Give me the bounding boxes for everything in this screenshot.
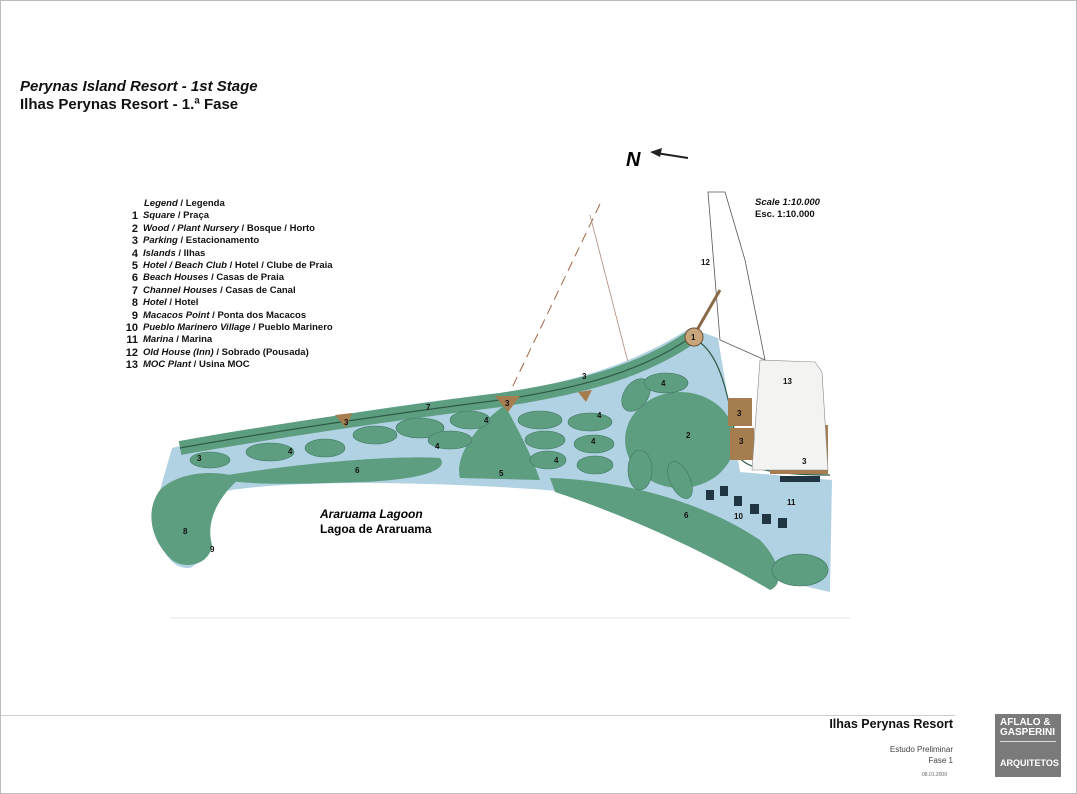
project-name: Ilhas Perynas Resort [829,717,953,731]
lagoon-label-pt: Lagoa de Araruama [320,522,432,536]
marker: 3 [739,437,744,446]
sight-line [589,214,631,371]
legend-number: 13 [125,359,138,372]
marker: 6 [355,466,360,475]
legend-number: 10 [125,322,138,335]
legend-item: 3 Parking / Estacionamento [100,235,333,247]
legend-text: Hotel / Hotel [143,297,199,309]
marker: 3 [197,454,202,463]
legend-number: 8 [131,297,138,310]
marker: 2 [686,431,691,440]
legend-heading: Legend / Legenda [144,198,225,209]
legend-item: 13 MOC Plant / Usina MOC [100,359,333,371]
square-circle [684,327,704,347]
divider [0,715,955,716]
access-road [707,191,766,361]
legend-text: Marina / Marina [143,334,213,346]
phase-info: Estudo Preliminar Fase 1 [889,745,953,765]
beach-houses-strip [550,478,779,590]
legend-number: 6 [131,272,138,285]
islands [189,372,829,587]
dashed-line [509,203,601,393]
marker: 4 [484,416,489,425]
marker: 12 [701,258,710,267]
legend-number: 12 [125,346,138,359]
legend-number: 9 [131,309,138,322]
access-road-link [695,289,722,331]
legend-item: 4 Islands / Ilhas [100,248,333,260]
marker: 3 [582,372,587,381]
legend-item: 11 Marina / Marina [100,334,333,346]
marker: 4 [554,456,559,465]
legend-number: 7 [131,284,138,297]
marker: 10 [734,512,743,521]
scale-label: Scale 1:10.000 Esc. 1:10.000 [755,197,820,221]
moc-plant-area [751,359,829,471]
title-portuguese: Ilhas Perynas Resort - 1.ª Fase [20,96,239,113]
title-english: Perynas Island Resort - 1st Stage [20,78,258,95]
marker: 3 [505,399,510,408]
legend-number: 11 [126,334,138,347]
legend-item: 10 Pueblo Marinero Village / Pueblo Marin… [100,322,333,334]
lagoon-label-en: Araruama Lagoon [319,507,423,521]
marker: 5 [499,469,504,478]
legend-number: 2 [131,222,138,235]
beach-houses-strip [210,457,442,484]
legend-item: 6 Beach Houses / Casas de Praia [100,272,333,284]
marker: 9 [210,545,215,554]
date: 08.01.2009 [921,772,947,778]
marker: 6 [684,511,689,520]
legend-item: 8 Hotel / Hotel [100,297,333,309]
marker: 13 [783,377,792,386]
legend-item: 12 Old House (Inn) / Sobrado (Pousada) [100,347,333,359]
legend-item: 1 Square / Praça [100,210,333,222]
legend-number: 3 [131,235,138,248]
legend-text: Pueblo Marinero Village / Pueblo Mariner… [143,322,333,334]
legend-text: Macacos Point / Ponta dos Macacos [143,309,307,321]
legend-text: Parking / Estacionamento [143,235,260,247]
legend-text: Islands / Ilhas [143,247,206,259]
pueblo-marinero-buildings [706,476,820,528]
wood-plant-nursery [625,392,735,488]
marker: 11 [787,498,796,507]
marker: 3 [737,409,742,418]
legend-text: Wood / Plant Nursery / Bosque / Horto [143,222,315,234]
legend-text: MOC Plant / Usina MOC [143,359,250,371]
marker: 3 [802,457,807,466]
architect-logo: AFLALO & GASPERINI ARQUITETOS [995,714,1061,777]
marker: 4 [591,437,596,446]
north-label: N [626,149,641,171]
legend-text: Beach Houses / Casas de Praia [143,272,285,284]
legend: Legend / Legenda 1 Square / Praça 2 Wood / … [100,198,333,372]
marker: 7 [426,403,431,412]
legend-item: 9 Macacos Point / Ponta dos Macacos [100,310,333,322]
scale-en: Scale 1:10.000 [755,197,820,208]
legend-number: 5 [131,260,138,273]
legend-text: Channel Houses / Casas de Canal [143,284,296,296]
macacos-point-land [151,473,240,565]
legend-number: 1 [131,210,138,223]
legend-text: Square / Praça [143,210,210,222]
marker: 1 [691,333,696,342]
map-markers: 1 2 3 3 3 3 3 3 3 4 4 4 4 4 4 4 5 6 6 7 … [183,258,807,554]
legend-item: 7 Channel Houses / Casas de Canal [100,285,333,297]
scale-pt: Esc. 1:10.000 [755,209,815,220]
hotel-beach-club [459,405,540,480]
marker: 4 [435,442,440,451]
marker: 4 [597,411,602,420]
marker: 3 [344,418,349,427]
legend-text: Hotel / Beach Club / Hotel / Clube de Pr… [143,260,333,272]
marker: 8 [183,527,188,536]
marker: 4 [288,447,293,456]
marker: 4 [661,379,666,388]
legend-item: 2 Wood / Plant Nursery / Bosque / Horto [100,223,333,235]
legend-text: Old House (Inn) / Sobrado (Pousada) [143,346,309,358]
north-arrow-icon: N [626,148,689,171]
legend-number: 4 [131,247,138,260]
legend-item: 5 Hotel / Beach Club / Hotel / Clube de P… [100,260,333,272]
